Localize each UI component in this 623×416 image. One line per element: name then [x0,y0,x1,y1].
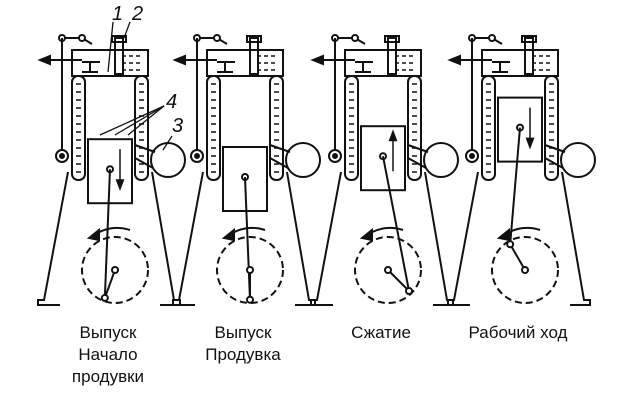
callout-2: 2 [131,3,143,25]
exhaust-arrowhead [172,54,186,66]
injector-cap [384,35,400,43]
scavenge-blower [560,142,596,178]
injector-cap [111,35,127,43]
frame-left-leg [447,171,479,306]
rocker-arm [472,37,503,45]
engine-stage-3 [310,34,459,306]
fuel-injector [387,37,397,75]
cam-center [59,153,65,159]
crank-circle [216,236,284,304]
rocker-arm [62,37,93,45]
exhaust-valve [82,61,100,73]
crank-circle [354,236,422,304]
rocker-arm [335,37,366,45]
pivot [78,34,86,42]
injector-cap [246,35,262,43]
exhaust-arrowhead [37,54,51,66]
crank-circle [491,236,559,304]
stage-label: Выпуск [214,323,272,342]
scavenge-duct [407,144,429,169]
stage-label: Выпуск [79,323,137,342]
injector-cap [521,35,537,43]
fuel-injector [524,37,534,75]
connecting-rod [382,156,410,292]
fuel-injector [249,37,259,75]
callout-1: 1 [112,3,123,25]
callout-leaders [99,21,173,151]
callout-3: 3 [172,115,183,137]
piston-direction-arrowhead [115,179,125,192]
rocker-arm [197,37,228,45]
frame-left-leg [172,171,204,306]
cylinder-head [344,49,422,77]
scavenge-blower [423,142,459,178]
frame-right-leg [424,171,454,306]
exhaust-valve [217,61,235,73]
cam-icon [465,149,479,163]
frame-right-leg [151,171,181,306]
pivot [488,34,496,42]
scavenge-blower [150,142,186,178]
cylinder-head [206,49,284,77]
connecting-rod [509,127,521,245]
cam-center [469,153,475,159]
crank-arm [103,269,116,299]
crank-arm [387,269,410,292]
exhaust-valve [492,61,510,73]
cam-center [194,153,200,159]
cam-center [332,153,338,159]
rotation-arrowhead [221,227,235,242]
pivot [351,34,359,42]
rotation-arrowhead [496,227,510,242]
stage-label: продувки [72,367,144,386]
crankshaft-center [111,266,119,274]
crank-pin [100,293,109,302]
piston-direction-arrowhead [525,137,535,150]
frame-right-leg [286,171,316,306]
rotation-arrowhead [359,227,373,242]
engine-stage-4 [447,34,596,306]
crank-pin [246,295,254,304]
callout-4: 4 [166,91,177,113]
engine-stage-2 [172,34,321,306]
exhaust-arrowhead [447,54,461,66]
rotation-arrowhead [86,227,100,242]
cam-icon [55,149,69,163]
fuel-injector [114,37,124,75]
crank-circle [81,236,149,304]
crankshaft-center [246,266,254,274]
stage-label: Начало [78,345,137,364]
crankshaft-center [384,266,392,274]
crank-pin [506,240,515,249]
stage-label: Сжатие [351,323,411,342]
cylinder-head [481,49,559,77]
scavenge-duct [544,144,566,169]
engine-stage-1 [37,34,186,306]
scavenge-duct [134,144,156,169]
frame-left-leg [37,171,69,306]
scavenge-duct [269,144,291,169]
connecting-rod [103,169,111,298]
crank-arm [509,243,526,271]
frame-right-leg [561,171,591,306]
piston-direction-arrowhead [388,129,398,142]
crank-pin [405,287,414,296]
exhaust-arrowhead [310,54,324,66]
crankshaft-center [521,266,529,274]
pivot [213,34,221,42]
stage-label: Рабочий ход [469,323,568,342]
frame-left-leg [310,171,342,306]
stage-label: Продувка [205,345,281,364]
cam-icon [190,149,204,163]
exhaust-valve [355,61,373,73]
scavenge-blower [285,142,321,178]
cam-icon [328,149,342,163]
